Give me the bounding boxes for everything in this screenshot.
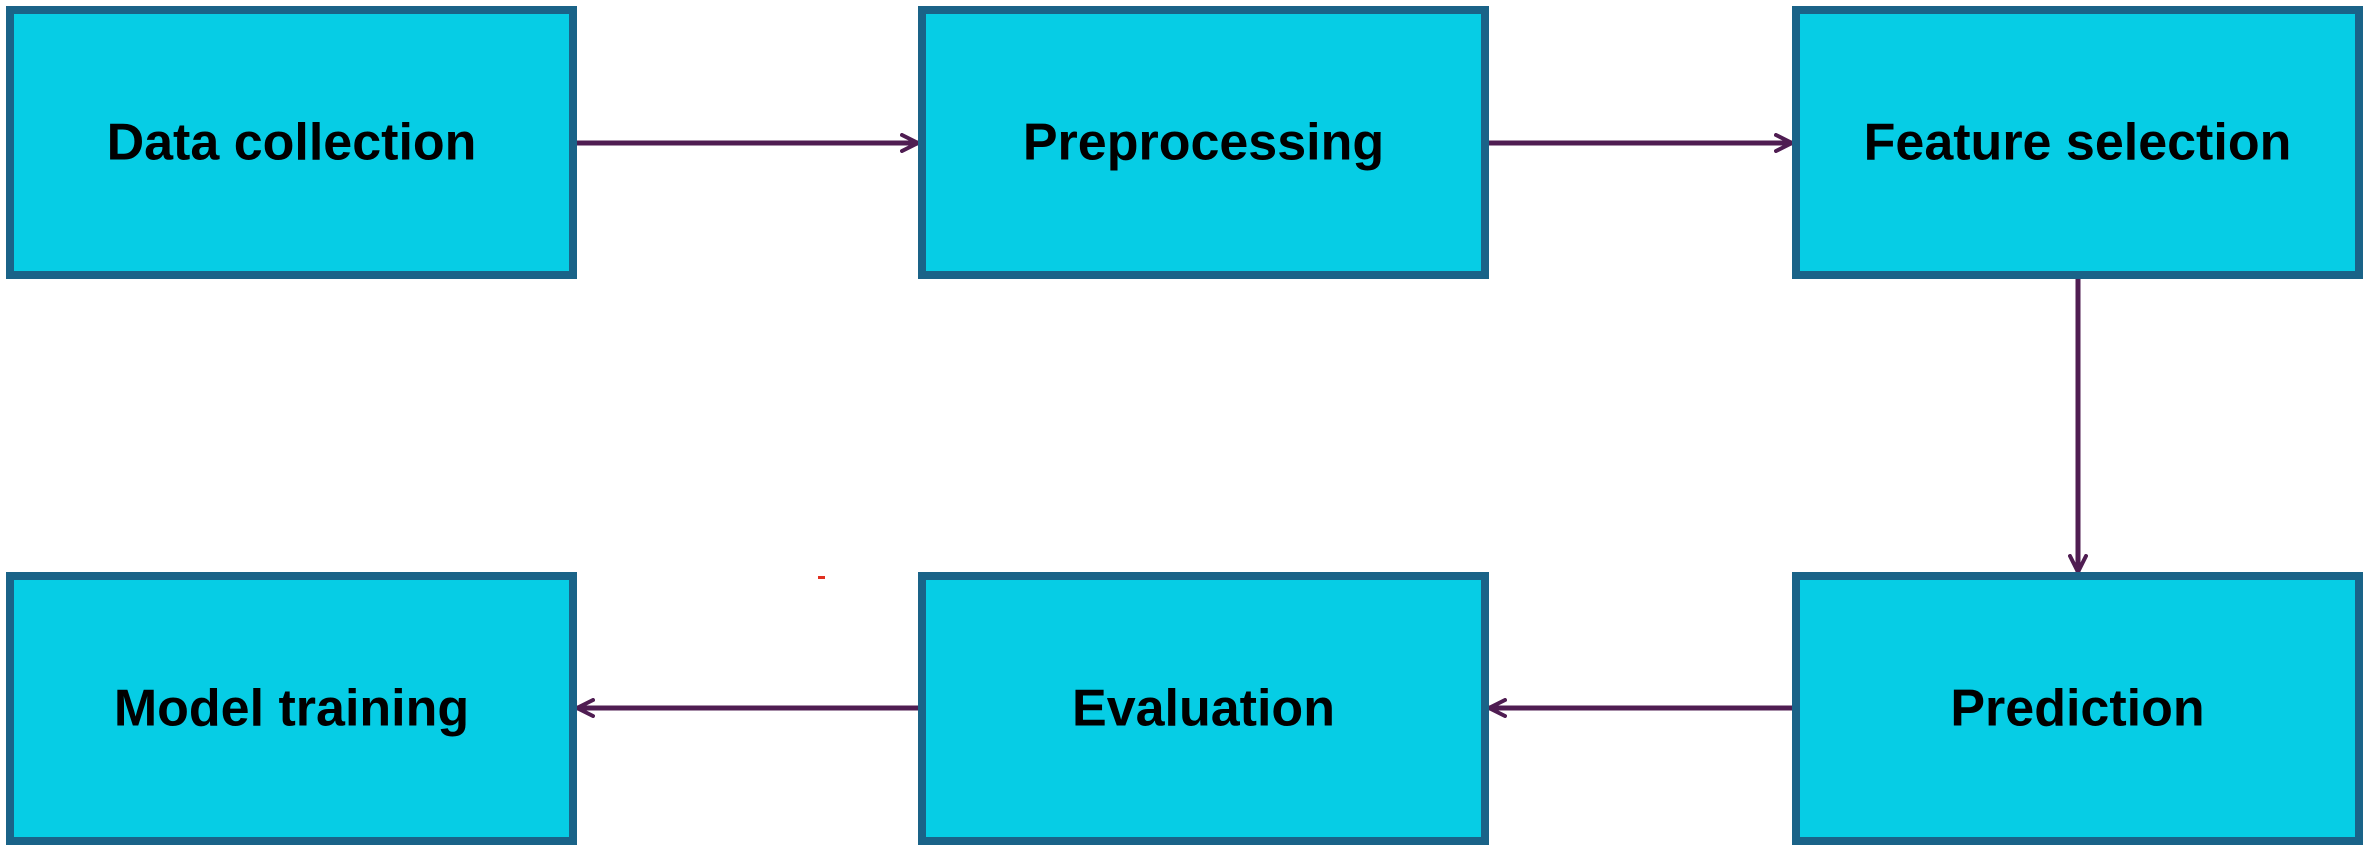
node-box-model-training: [6, 572, 577, 845]
node-label-prediction: Prediction: [1950, 680, 2204, 738]
stray-mark: [818, 576, 825, 579]
node-prediction: Prediction: [1792, 572, 2363, 845]
node-label-evaluation: Evaluation: [1072, 680, 1335, 738]
node-preprocessing: Preprocessing: [918, 6, 1489, 279]
node-label-data-collection: Data collection: [107, 114, 477, 172]
node-box-preprocessing: [918, 6, 1489, 279]
node-box-feature-selection: [1792, 6, 2363, 279]
node-label-preprocessing: Preprocessing: [1023, 114, 1384, 172]
node-box-data-collection: [6, 6, 577, 279]
nodes-layer: Data collection Preprocessing Feature sele…: [6, 6, 2363, 845]
edges-layer: [575, 133, 2088, 718]
node-feature-selection: Feature selection: [1792, 6, 2363, 279]
node-box-prediction: [1792, 572, 2363, 845]
node-data-collection: Data collection: [6, 6, 577, 279]
node-box-evaluation: [918, 572, 1489, 845]
node-evaluation: Evaluation: [918, 572, 1489, 845]
node-label-model-training: Model training: [114, 680, 469, 738]
node-model-training: Model training: [6, 572, 577, 845]
node-label-feature-selection: Feature selection: [1864, 114, 2292, 172]
